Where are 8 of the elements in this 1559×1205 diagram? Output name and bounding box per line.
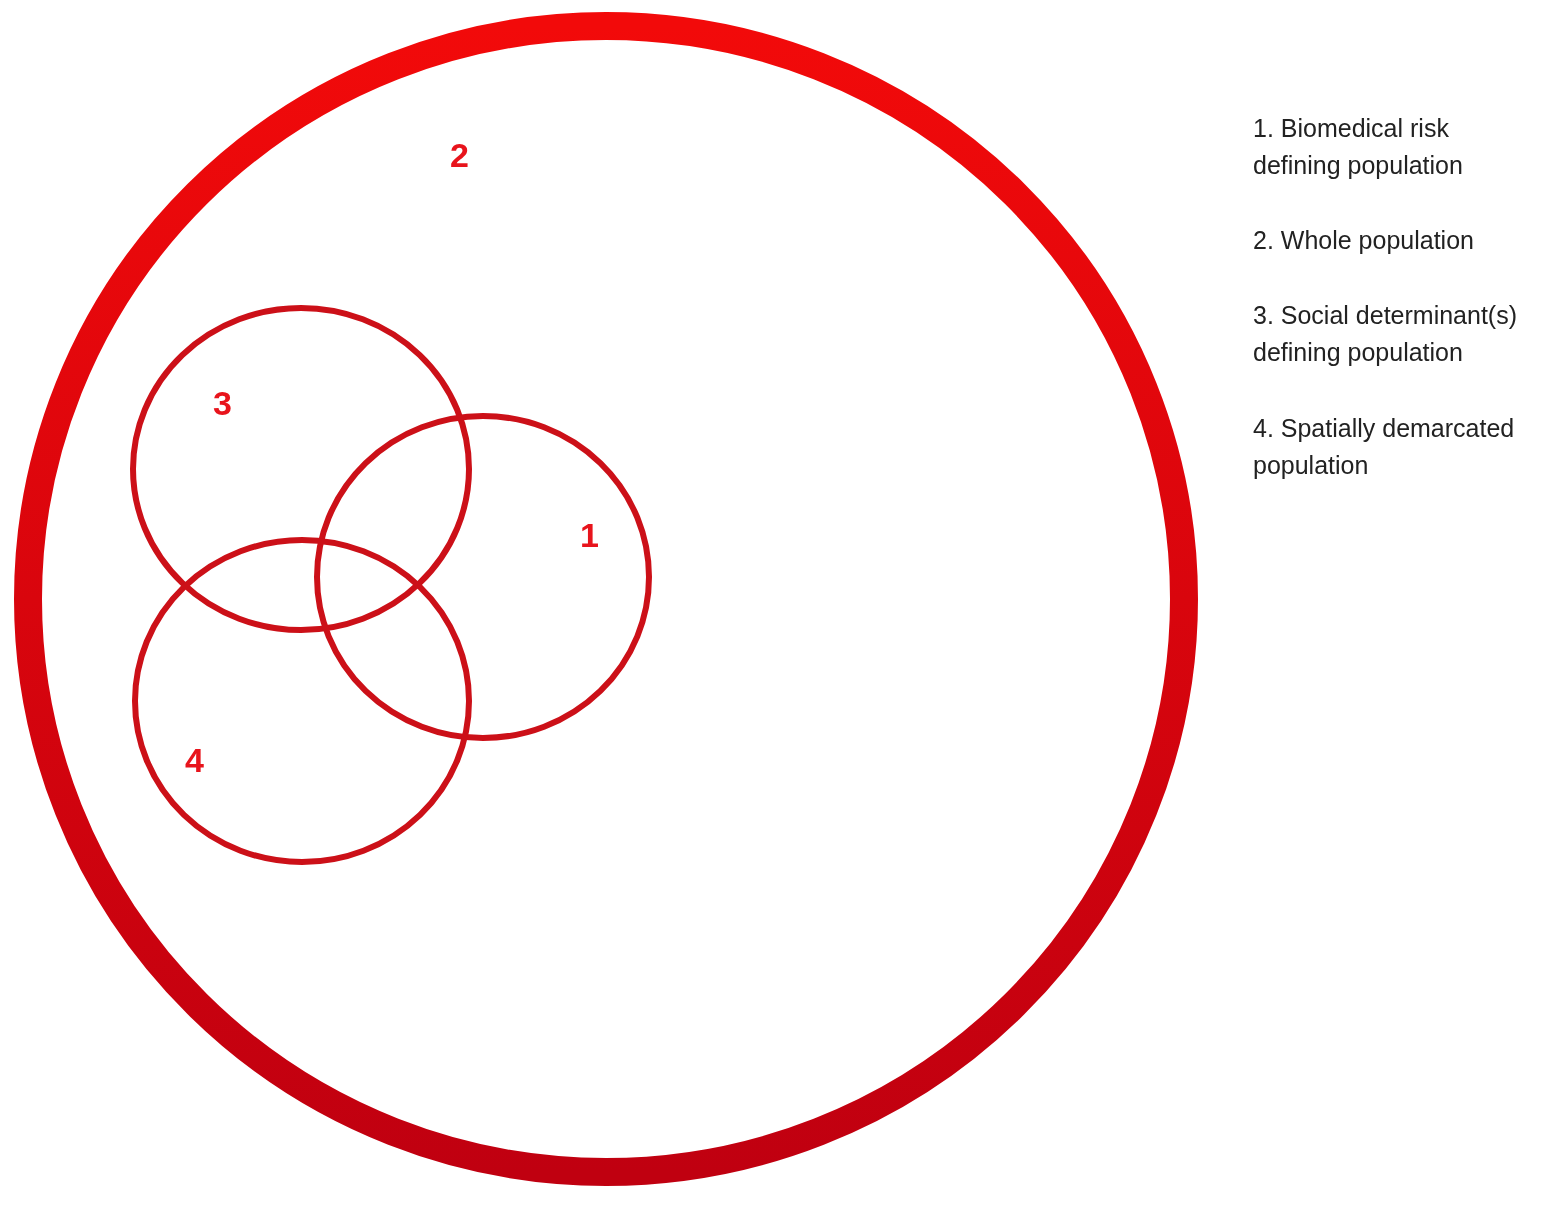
key-entry: 4. Spatially demarcated population — [1253, 413, 1516, 481]
set-number: 4 — [185, 743, 204, 777]
set-number: 3 — [213, 386, 232, 420]
key-entry: 2. Whole population — [1253, 225, 1475, 256]
set-number: 2 — [450, 138, 469, 172]
set-number: 1 — [580, 518, 599, 552]
key-entry: 1. Biomedical risk defining population — [1253, 113, 1464, 181]
key-entry: 3. Social determinant(s) defining population — [1253, 300, 1518, 368]
